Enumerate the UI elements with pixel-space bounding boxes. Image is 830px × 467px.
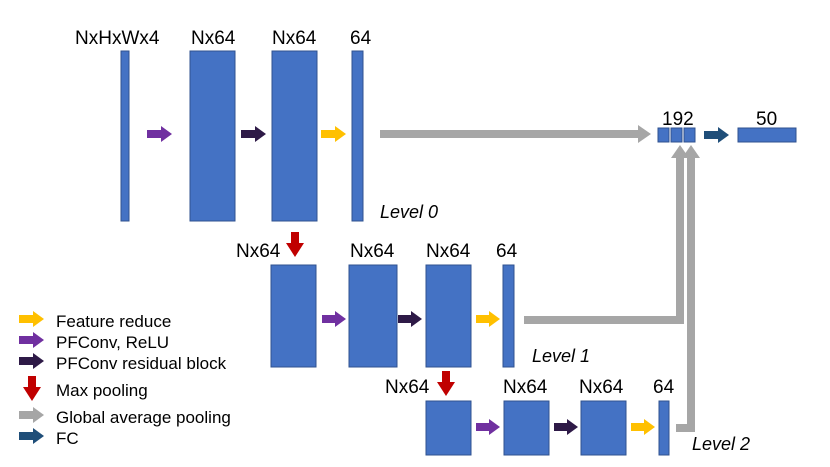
concat-block-2: [670, 127, 683, 143]
legend-item-label: Max pooling: [56, 381, 148, 400]
level0-label: Level 0: [380, 202, 438, 222]
legend-item-label: Feature reduce: [56, 312, 171, 331]
legend-item-label: PFConv, ReLU: [56, 333, 169, 352]
purple-right-arrow: [322, 311, 346, 327]
level2-reduce-label: 64: [653, 377, 675, 398]
yellow-right-arrow: [631, 419, 655, 435]
purple-right-arrow: [476, 419, 500, 435]
level1-conv2-label: Nx64: [426, 241, 471, 262]
level1-pool-block: [270, 264, 317, 368]
legend: Feature reduce PFConv, ReLU PFConv resid…: [19, 311, 231, 448]
input-block: [120, 50, 130, 222]
gray-pooling-arrow-level2: [676, 145, 700, 432]
fc-output-label: 50: [756, 109, 777, 130]
input-label: NxHxWx4: [75, 28, 160, 49]
dark-purple-right-arrow: [241, 126, 266, 142]
dark-purple-right-arrow: [19, 353, 44, 369]
concat-block-1: [657, 127, 670, 143]
level1-conv2-block: [425, 264, 472, 368]
legend-item-label: FC: [56, 429, 79, 448]
navy-right-arrow: [704, 127, 729, 143]
purple-right-arrow: [19, 332, 44, 348]
navy-right-arrow: [19, 428, 44, 444]
level2-conv1-label: Nx64: [503, 377, 548, 398]
level0-conv1-block: [189, 50, 236, 222]
level2-conv2-label: Nx64: [579, 377, 624, 398]
red-down-arrow: [437, 371, 455, 396]
gray-pooling-arrow-level0: [380, 125, 651, 143]
level1-reduce-block: [502, 264, 515, 368]
level1-conv1-label: Nx64: [350, 241, 395, 262]
yellow-right-arrow: [321, 126, 346, 142]
red-down-arrow: [23, 376, 41, 401]
legend-item-label: Global average pooling: [56, 408, 231, 427]
legend-item-label: PFConv residual block: [56, 354, 227, 373]
dark-purple-right-arrow: [398, 311, 422, 327]
level2-reduce-block: [658, 400, 670, 456]
level0-reduce-block: [351, 50, 364, 222]
level0-conv2-label: Nx64: [272, 28, 317, 49]
purple-right-arrow: [147, 126, 172, 142]
yellow-right-arrow: [476, 311, 500, 327]
level2-pool-label: Nx64: [385, 377, 430, 398]
level1-reduce-label: 64: [496, 241, 518, 262]
level2-pool-block: [425, 400, 472, 456]
level1-conv1-block: [348, 264, 398, 368]
yellow-right-arrow: [19, 311, 44, 327]
concat-label: 192: [662, 109, 694, 130]
level0-reduce-label: 64: [350, 28, 372, 49]
fc-output-block: [737, 127, 797, 143]
gray-pooling-arrow-level1: [524, 145, 689, 324]
level0-conv2-block: [271, 50, 318, 222]
gray-right-arrow: [19, 407, 44, 423]
dark-purple-right-arrow: [554, 419, 578, 435]
level1-pool-label: Nx64: [236, 241, 281, 262]
level2-conv2-block: [580, 400, 627, 456]
level1-label: Level 1: [532, 346, 590, 366]
level2-conv1-block: [503, 400, 550, 456]
level2-label: Level 2: [692, 434, 750, 454]
level0-conv1-label: Nx64: [191, 28, 236, 49]
concat-block-3: [683, 127, 696, 143]
red-down-arrow: [286, 232, 304, 257]
